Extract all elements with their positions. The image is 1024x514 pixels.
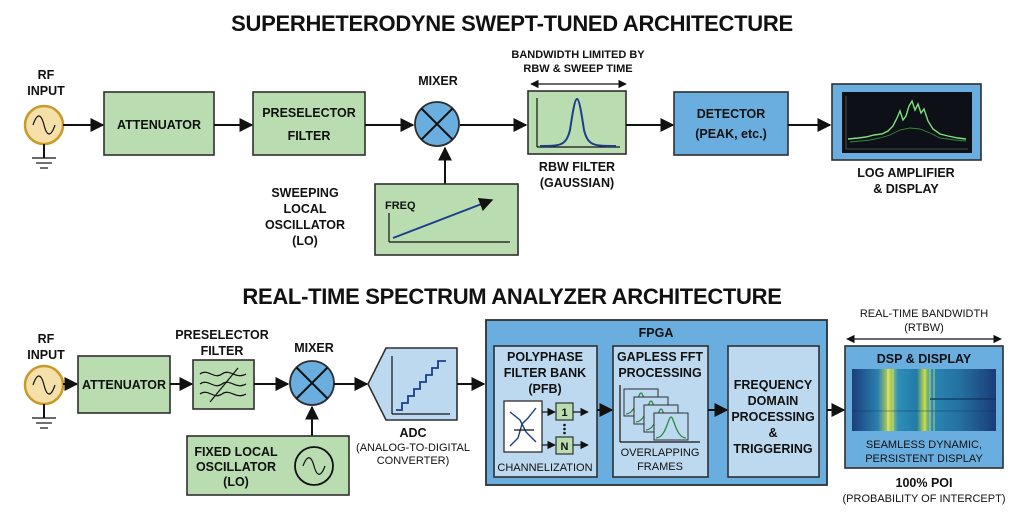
dsp-display-label: DSP & DISPLAY xyxy=(877,352,972,366)
dsp-caption-1: SEAMLESS DYNAMIC, xyxy=(866,439,982,451)
pfb-chn-label: N xyxy=(561,441,569,453)
top-lo-sweep-graph xyxy=(388,197,510,243)
top-display-spectrum xyxy=(845,96,968,150)
bottom-lo-sine-icon xyxy=(294,446,334,486)
poi-label: 100% POI xyxy=(896,476,953,490)
top-bandwidth-note-1: BANDWIDTH LIMITED BY xyxy=(511,49,645,61)
top-attenuator-box xyxy=(103,91,215,156)
bottom-adc-staircase-icon xyxy=(391,356,450,415)
bottom-rf-input-label-1: RF xyxy=(38,332,55,346)
top-title: SUPERHETERODYNE SWEPT-TUNED ARCHITECTURE xyxy=(231,11,793,36)
top-display-screen xyxy=(842,92,972,153)
top-detector-label-1: DETECTOR xyxy=(697,107,766,121)
freq-domain-label-1: FREQUENCY xyxy=(734,378,813,392)
top-bandwidth-note-2: RBW & SWEEP TIME xyxy=(523,63,632,75)
top-lo-label-3: OSCILLATOR xyxy=(265,218,345,232)
fpga-label: FPGA xyxy=(639,326,674,340)
top-lo-label-1: SWEEPING xyxy=(271,186,338,200)
fft-frames-icon xyxy=(619,385,700,443)
fft-caption-2: FRAMES xyxy=(637,461,683,473)
top-ground-icon xyxy=(32,157,56,169)
pfb-label-3: (PFB) xyxy=(528,382,561,396)
pfb-ch1-label: 1 xyxy=(561,407,567,419)
bottom-adc-box xyxy=(367,347,458,421)
rtbw-note-1: REAL-TIME BANDWIDTH xyxy=(860,308,988,320)
top-rf-sine-icon xyxy=(32,115,56,135)
freq-domain-label-5: TRIGGERING xyxy=(733,442,812,456)
top-rf-input: RF INPUT xyxy=(23,68,65,169)
top-rbw-label-1: RBW FILTER xyxy=(539,160,615,174)
poi-sub-label: (PROBABILITY OF INTERCEPT) xyxy=(843,493,1006,505)
bottom-preselector-label-2: FILTER xyxy=(201,344,244,358)
top-lo-box xyxy=(374,183,519,256)
pfb-caption: CHANNELIZATION xyxy=(497,462,592,474)
pfb-label-1: POLYPHASE xyxy=(507,350,583,364)
rtbw-note-2: (RTBW) xyxy=(904,322,944,334)
pfb-channelizer-icon xyxy=(503,400,589,455)
fft-label-1: GAPLESS FFT xyxy=(617,350,703,364)
dsp-caption-2: PERSISTENT DISPLAY xyxy=(865,453,983,465)
top-rbw-box xyxy=(527,90,627,155)
top-preselector-label-2: FILTER xyxy=(288,129,331,143)
top-mixer-icon xyxy=(414,101,460,147)
bottom-filter-icon xyxy=(199,367,247,403)
bottom-preselector-label-1: PRESELECTOR xyxy=(175,328,269,342)
top-preselector-label-1: PRESELECTOR xyxy=(262,106,356,120)
freq-domain-label-3: PROCESSING xyxy=(731,410,814,424)
top-attenuator-label: ATTENUATOR xyxy=(117,118,201,132)
top-rf-input-label-2: INPUT xyxy=(27,84,65,98)
bottom-lo-label-2: OSCILLATOR xyxy=(196,460,276,474)
top-rbw-gaussian-graph xyxy=(536,97,620,148)
fft-label-2: PROCESSING xyxy=(618,366,701,380)
bottom-rf-sine-icon xyxy=(32,375,56,395)
top-display-label-1: LOG AMPLIFIER xyxy=(857,166,954,180)
top-lo-label-2: LOCAL xyxy=(283,202,326,216)
bottom-rf-input: RF INPUT xyxy=(23,332,65,429)
top-preselector-box xyxy=(252,91,366,156)
top-lo-axis-label: FREQ xyxy=(385,200,416,212)
top-rbw-label-2: (GAUSSIAN) xyxy=(540,176,614,190)
top-detector-label-2: (PEAK, etc.) xyxy=(695,127,767,141)
fft-caption-1: OVERLAPPING xyxy=(621,447,700,459)
bottom-ground-icon xyxy=(32,417,56,429)
bottom-mixer-label: MIXER xyxy=(294,341,334,355)
freq-domain-label-2: DOMAIN xyxy=(748,394,799,408)
bottom-attenuator-label: ATTENUATOR xyxy=(82,378,166,392)
freq-domain-label-4: & xyxy=(768,426,777,440)
bottom-lo-label-1: FIXED LOCAL xyxy=(194,445,278,459)
bottom-adc-sub-2: CONVERTER) xyxy=(377,455,450,467)
bottom-mixer-icon xyxy=(289,360,335,406)
bottom-lo-label-3: (LO) xyxy=(223,475,249,489)
freq-domain-box xyxy=(727,345,820,478)
bottom-adc-sub-1: (ANALOG-TO-DIGITAL xyxy=(356,442,470,454)
bottom-rf-input-label-2: INPUT xyxy=(27,348,65,362)
top-rf-input-label-1: RF xyxy=(38,68,55,82)
top-display-label-2: & DISPLAY xyxy=(873,182,939,196)
bottom-title: REAL-TIME SPECTRUM ANALYZER ARCHITECTURE xyxy=(242,284,781,309)
top-mixer-label: MIXER xyxy=(418,74,458,88)
top-lo-label-4: (LO) xyxy=(292,234,318,248)
top-detector-box xyxy=(673,91,789,156)
dsp-spectrogram-texture xyxy=(852,369,996,431)
bottom-adc-label: ADC xyxy=(399,426,426,440)
pfb-label-2: FILTER BANK xyxy=(504,366,586,380)
